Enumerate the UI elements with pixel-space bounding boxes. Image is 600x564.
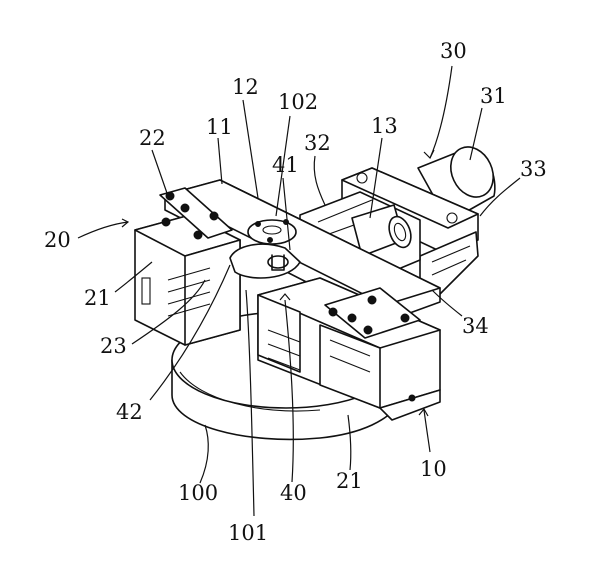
label-20: 20	[44, 228, 71, 252]
label-101: 101	[228, 521, 268, 545]
label-21-left: 21	[84, 286, 111, 310]
label-13: 13	[371, 114, 398, 138]
right-clamp-block	[257, 277, 441, 421]
label-31: 31	[480, 84, 507, 108]
label-23: 23	[100, 334, 127, 358]
center-jaw	[229, 219, 301, 279]
label-10: 10	[420, 457, 447, 481]
label-33: 33	[520, 157, 547, 181]
leader-lines	[77, 65, 521, 517]
label-41: 41	[272, 153, 299, 177]
top-plate	[164, 179, 441, 323]
label-32: 32	[304, 131, 331, 155]
label-12: 12	[232, 75, 259, 99]
label-11: 11	[206, 115, 233, 139]
label-22: 22	[139, 126, 166, 150]
label-40: 40	[280, 481, 307, 505]
label-30: 30	[440, 39, 467, 63]
label-21-right: 21	[336, 469, 363, 493]
label-100: 100	[178, 481, 218, 505]
reference-labels: 30 31 33 12 102 11 32 13 22 41 20 21 23 …	[44, 39, 547, 545]
motor-assembly	[341, 146, 496, 297]
left-clamp-block	[134, 187, 241, 346]
label-34: 34	[462, 314, 489, 338]
label-42: 42	[116, 400, 143, 424]
label-102: 102	[278, 90, 318, 114]
